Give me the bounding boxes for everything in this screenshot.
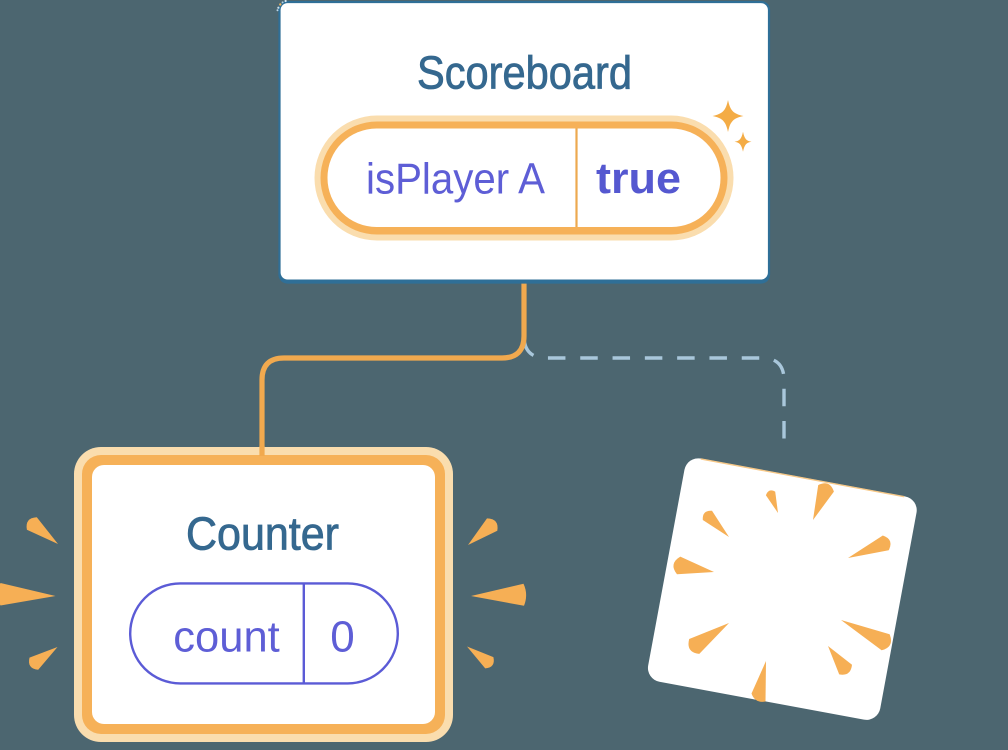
svg-text:Counter: Counter [186,508,339,560]
svg-text:count: count [173,613,280,662]
svg-text:Scoreboard: Scoreboard [417,47,632,99]
svg-text:true: true [596,154,681,203]
svg-text:0: 0 [330,613,354,662]
svg-text:isPlayer A: isPlayer A [366,155,546,204]
